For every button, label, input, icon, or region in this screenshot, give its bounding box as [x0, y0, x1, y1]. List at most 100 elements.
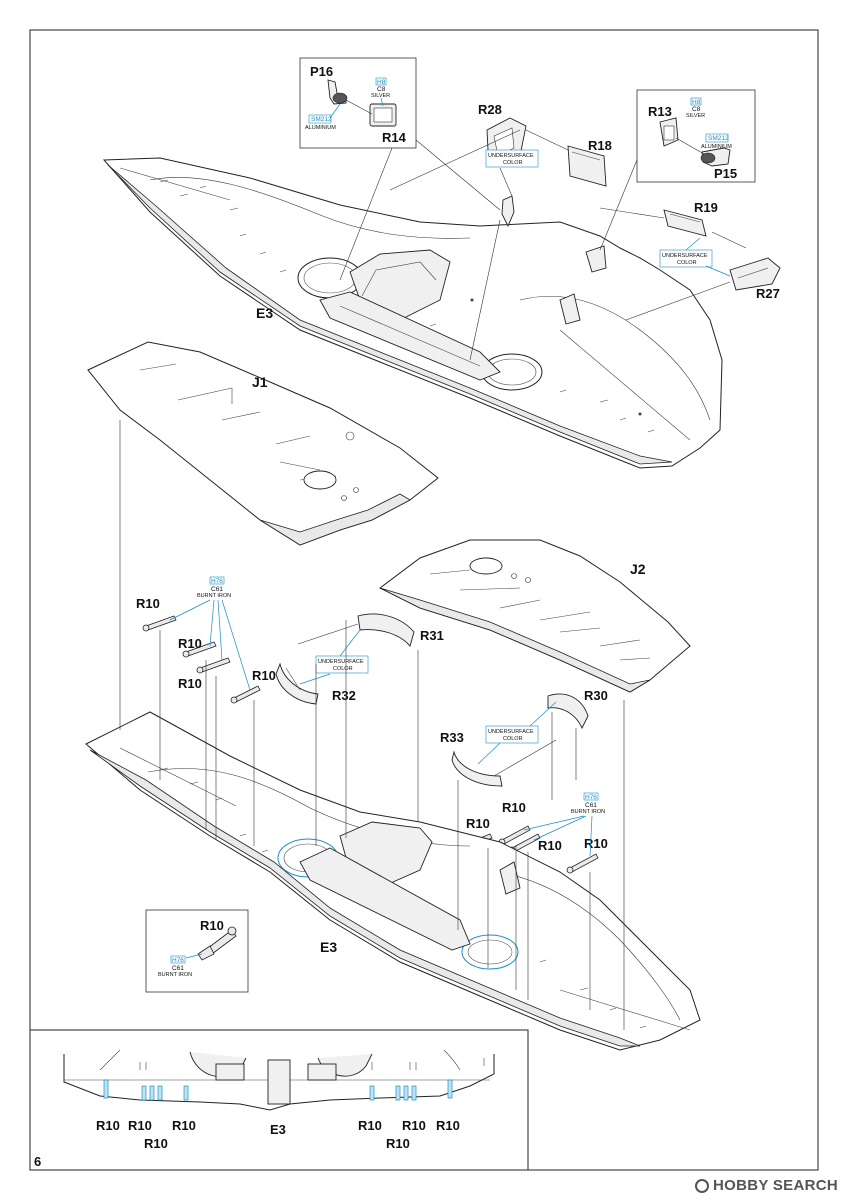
svg-text:COLOR: COLOR [677, 260, 697, 266]
label-r10-f: R10 [466, 816, 490, 831]
label-r10-h: R10 [584, 836, 608, 851]
svg-text:SILVER: SILVER [686, 113, 705, 119]
inset-box-r13 [636, 89, 756, 183]
color-callout-h76-burnt-iron-1: H76 C61 BURNT IRON [197, 576, 231, 599]
pin-r10-1 [142, 615, 177, 632]
pin-r10-3 [196, 657, 231, 674]
label-r10-s4: R10 [172, 1118, 196, 1133]
color-callout-h76-burnt-iron-3: H76 C61 BURNT IRON [158, 955, 192, 978]
svg-text:C61: C61 [211, 586, 223, 593]
part-r13-shape [659, 117, 679, 147]
color-callout-undersurface-1: UNDERSURFACE COLOR [485, 149, 539, 168]
label-e3-lower: E3 [320, 939, 337, 955]
part-r30-shape [547, 693, 589, 730]
part-r31-shape [357, 613, 415, 647]
label-r10-a: R10 [136, 596, 160, 611]
page-number: 6 [34, 1154, 41, 1169]
color-callout-undersurface-3: UNDERSURFACE COLOR [315, 655, 369, 674]
label-r30: R30 [584, 688, 608, 703]
svg-text:UNDERSURFACE: UNDERSURFACE [318, 659, 364, 665]
label-p15: P15 [714, 166, 737, 181]
label-r10-b: R10 [178, 636, 202, 651]
pin-r10-4 [230, 685, 261, 704]
label-r10-s1: R10 [96, 1118, 120, 1133]
label-e3-upper: E3 [256, 305, 273, 321]
part-r18-shape [567, 145, 607, 187]
label-p16: P16 [310, 64, 333, 79]
page-frame [29, 29, 819, 1171]
svg-text:ALUMINIUM: ALUMINIUM [701, 144, 732, 150]
pin-r10-2 [182, 641, 217, 658]
label-r19: R19 [694, 200, 718, 215]
wing-e3-lower [85, 711, 701, 1051]
label-r10-s6: R10 [386, 1136, 410, 1151]
svg-text:UNDERSURFACE: UNDERSURFACE [488, 729, 534, 735]
wing-j1 [87, 341, 439, 546]
label-r10-g: R10 [538, 838, 562, 853]
svg-text:H76: H76 [172, 957, 184, 964]
svg-text:C61: C61 [172, 965, 184, 972]
label-r10-c: R10 [178, 676, 202, 691]
svg-text:SM212: SM212 [311, 116, 332, 123]
svg-text:BURNT IRON: BURNT IRON [571, 809, 605, 815]
label-r33: R33 [440, 730, 464, 745]
label-r14: R14 [382, 130, 407, 145]
color-callout-h8-silver-1: H8 C8 SILVER [371, 77, 390, 99]
svg-text:COLOR: COLOR [503, 160, 523, 166]
label-r10-s3: R10 [144, 1136, 168, 1151]
wing-j2 [379, 539, 691, 693]
label-r10-s7: R10 [402, 1118, 426, 1133]
svg-text:C61: C61 [585, 802, 597, 809]
svg-text:SM212: SM212 [708, 135, 729, 142]
svg-text:H8: H8 [692, 99, 701, 106]
part-p16-shape [327, 79, 348, 105]
part-r27-shape [729, 257, 781, 291]
svg-text:BURNT IRON: BURNT IRON [158, 972, 192, 978]
color-callout-sm212-aluminium-1: SM212 ALUMINIUM [305, 114, 336, 131]
part-r33-shape [451, 750, 503, 787]
color-callout-h76-burnt-iron-2: H76 C61 BURNT IRON [571, 792, 605, 815]
detail-box-frame [30, 1029, 529, 1170]
label-r32: R32 [332, 688, 356, 703]
svg-text:H76: H76 [211, 578, 223, 585]
pin-r10-8 [566, 853, 599, 874]
label-r18: R18 [588, 138, 612, 153]
label-j2: J2 [630, 561, 646, 577]
label-r10-s5: R10 [358, 1118, 382, 1133]
color-callout-undersurface-4: UNDERSURFACE COLOR [485, 725, 539, 744]
svg-text:BURNT IRON: BURNT IRON [197, 593, 231, 599]
watermark-text: HOBBY SEARCH [712, 1177, 838, 1194]
svg-text:ALUMINIUM: ALUMINIUM [305, 125, 336, 131]
color-callout-undersurface-2: UNDERSURFACE COLOR [659, 249, 713, 268]
bottom-detail-view [63, 1049, 495, 1111]
svg-text:COLOR: COLOR [333, 666, 353, 672]
svg-text:H8: H8 [377, 79, 386, 86]
watermark: HOBBY SEARCH [694, 1177, 838, 1194]
label-r10-s8: R10 [436, 1118, 460, 1133]
label-r28: R28 [478, 102, 502, 117]
svg-text:C8: C8 [377, 86, 386, 93]
label-r31: R31 [420, 628, 444, 643]
part-r19-shape [663, 209, 707, 237]
label-r10-e: R10 [502, 800, 526, 815]
color-callout-sm212-aluminium-2: SM212 ALUMINIUM [701, 133, 732, 150]
svg-text:SILVER: SILVER [371, 93, 390, 99]
label-r10-detail: R10 [200, 918, 224, 933]
color-callout-h8-silver-2: H8 C8 SILVER [686, 97, 705, 119]
svg-text:H76: H76 [585, 794, 597, 801]
svg-text:UNDERSURFACE: UNDERSURFACE [662, 253, 708, 259]
part-r14-shape [369, 103, 397, 127]
label-r10-d: R10 [252, 668, 276, 683]
pin-r10-detail [197, 926, 237, 961]
label-r10-s2: R10 [128, 1118, 152, 1133]
svg-text:UNDERSURFACE: UNDERSURFACE [488, 153, 534, 159]
wing-e3-upper [102, 157, 723, 469]
inset-box-p16 [299, 57, 417, 149]
svg-text:COLOR: COLOR [503, 736, 523, 742]
label-r27: R27 [756, 286, 780, 301]
label-e3-strip: E3 [270, 1122, 286, 1137]
inset-box-r10 [145, 909, 249, 993]
svg-text:C8: C8 [692, 106, 701, 113]
part-r32-shape [275, 662, 319, 705]
